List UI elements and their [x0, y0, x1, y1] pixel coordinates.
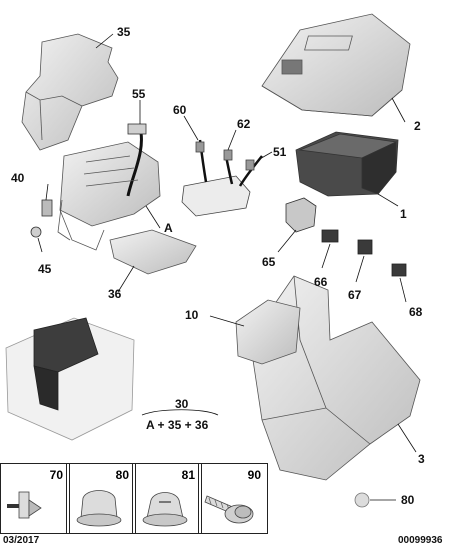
relays-66-67-68-illustration [321, 229, 407, 277]
callout-35: 35 [117, 25, 131, 39]
cap-nut-80-illustration [354, 492, 370, 508]
legend-item-70: 70 [0, 463, 70, 534]
cover-2-illustration [261, 13, 411, 117]
round-cap-nut-icon [76, 490, 122, 527]
callout-55: 55 [132, 87, 146, 101]
callout-68: 68 [409, 305, 423, 319]
bracket-35-illustration [21, 33, 119, 151]
fuse-55-illustration [127, 123, 147, 135]
leader-lines [37, 33, 417, 501]
reference-number: 00099936 [398, 535, 443, 545]
callout-65: 65 [262, 255, 276, 269]
callout-3: 3 [418, 452, 425, 466]
legend-item-90: 90 [198, 463, 268, 534]
legend-item-80: 80 [66, 463, 136, 534]
clip-40-illustration [41, 199, 53, 217]
legend-number: 70 [49, 468, 63, 482]
callout-60: 60 [173, 103, 187, 117]
assembly-formula: A + 35 + 36 [146, 418, 209, 432]
battery-illustration [5, 317, 135, 441]
callout-10: 10 [185, 308, 199, 322]
cap-nut-icon [142, 492, 188, 527]
callout-66: 66 [314, 275, 328, 289]
fuse-box-1-illustration [295, 131, 399, 197]
callout-80: 80 [401, 493, 415, 507]
callout-62: 62 [237, 117, 251, 131]
rivet-icon [7, 491, 42, 519]
callout-40: 40 [11, 171, 25, 185]
legend-item-81: 81 [132, 463, 202, 534]
callout-30: 30 [175, 397, 189, 411]
callout-a: A [164, 221, 173, 235]
callout-36: 36 [108, 287, 122, 301]
legend-number: 81 [181, 468, 195, 482]
callout-67: 67 [348, 288, 362, 302]
callout-1: 1 [400, 207, 407, 221]
callout-45: 45 [38, 262, 52, 276]
callout-2: 2 [414, 119, 421, 133]
flange-screw-icon [204, 495, 254, 524]
bracket-10-illustration [235, 299, 301, 365]
callout-51: 51 [273, 145, 287, 159]
date-code: 03/2017 [3, 535, 40, 545]
fuse-block-60-62-51-illustration [181, 139, 263, 217]
nut-45-illustration [30, 226, 42, 238]
legend-number: 80 [115, 468, 129, 482]
legend-number: 90 [247, 468, 261, 482]
relay-65-illustration [285, 197, 317, 233]
tray-36-illustration [109, 229, 197, 275]
